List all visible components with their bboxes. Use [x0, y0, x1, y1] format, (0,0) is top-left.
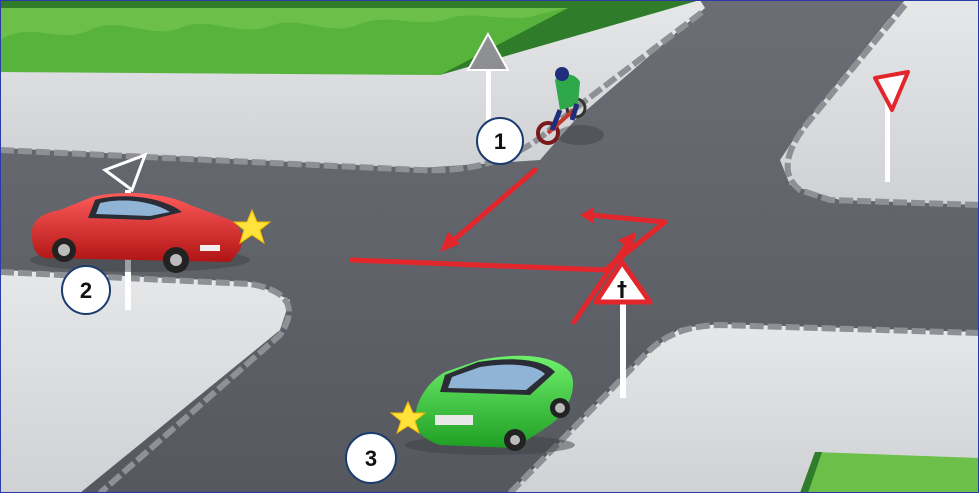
- label-badge-2: 2: [62, 266, 110, 314]
- label-badge-1: 1: [477, 118, 523, 164]
- crossroads-symbol: †: [617, 277, 627, 301]
- label-2-text: 2: [80, 278, 92, 303]
- label-badge-3: 3: [346, 433, 396, 483]
- label-3-text: 3: [365, 446, 377, 471]
- label-1-text: 1: [494, 129, 506, 154]
